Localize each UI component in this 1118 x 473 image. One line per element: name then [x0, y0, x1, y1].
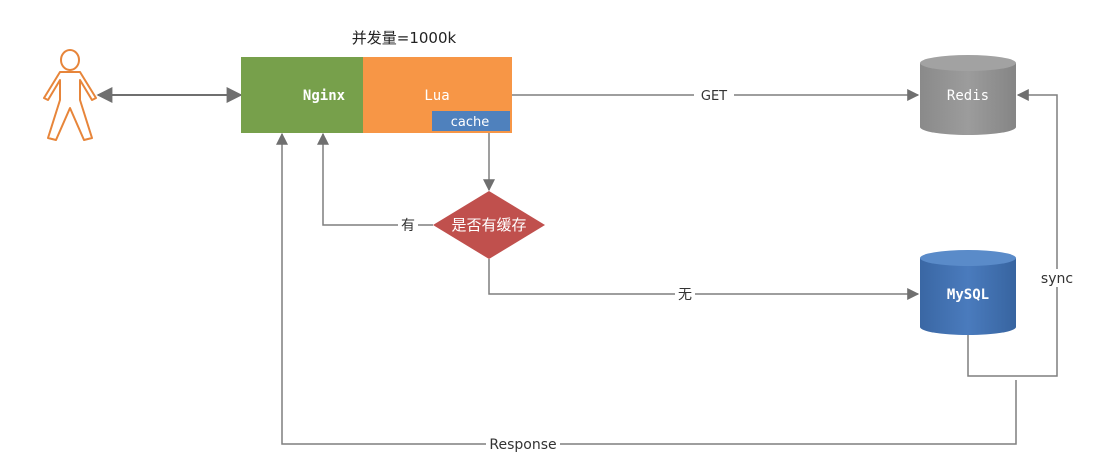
mysql-label: MySQL	[947, 287, 989, 303]
sync-label: sync	[1041, 271, 1073, 287]
get-label-bg	[694, 87, 734, 103]
response-label: Response	[489, 437, 556, 453]
user-icon	[43, 49, 97, 141]
has-cache-label-bg	[398, 214, 418, 234]
cache-label: cache	[451, 115, 490, 130]
has-cache-arrow	[317, 132, 433, 226]
mysql-cylinder	[920, 250, 1016, 335]
sync-label-bg	[1038, 269, 1076, 287]
decision-label: 是否有缓存	[451, 216, 526, 234]
no-cache-label: 无	[678, 287, 692, 303]
has-cache-label: 有	[401, 218, 415, 234]
nginx-box	[241, 57, 363, 133]
diagram-title: 并发量=1000k	[352, 29, 457, 47]
decision-diamond	[433, 191, 545, 259]
no-cache-label-bg	[675, 285, 695, 303]
get-label: GET	[701, 89, 727, 104]
nginx-label: Nginx	[303, 88, 346, 104]
redis-label: Redis	[947, 88, 989, 104]
no-cache-arrow	[488, 259, 920, 300]
sync-arrow	[967, 89, 1058, 377]
response-arrow	[276, 132, 1017, 445]
lua-label: Lua	[424, 88, 449, 104]
cache-box	[432, 111, 510, 131]
response-label-bg	[486, 435, 560, 453]
redis-cylinder	[920, 55, 1016, 135]
